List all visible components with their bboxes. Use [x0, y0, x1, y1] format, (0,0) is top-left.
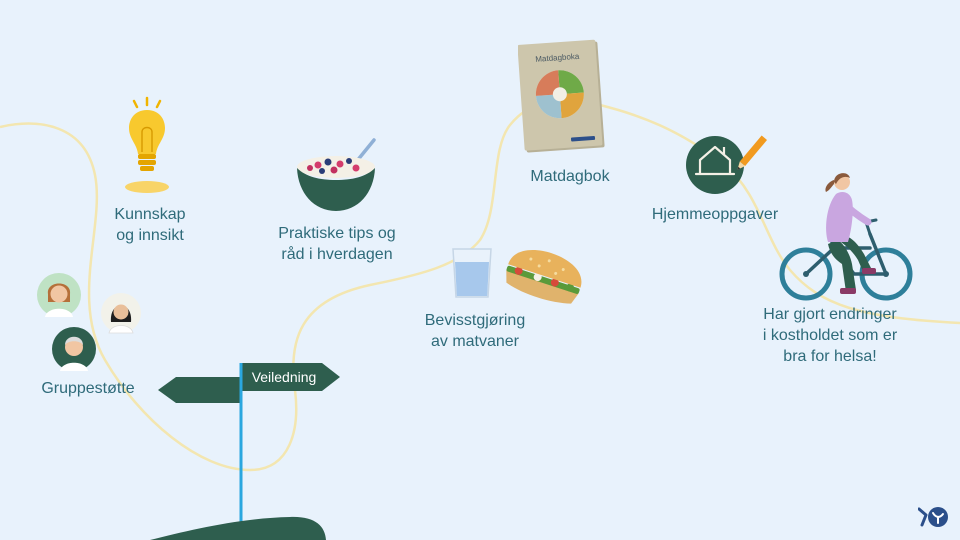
result-label: Har gjort endringer i kostholdet som er … [762, 306, 898, 365]
group-support-label: Gruppestøtte [41, 380, 135, 397]
sandwich-icon [506, 250, 582, 304]
food-diary-book-icon: Matdagboka [518, 39, 605, 153]
awareness-label: Bevisstgjøring av matvaner [424, 312, 526, 350]
person-avatar-icon [52, 327, 96, 371]
cyclist-icon [779, 173, 913, 301]
practical-tips-label: Praktiske tips og råd i hverdagen [278, 225, 396, 263]
signpost-label: Veiledning [251, 369, 317, 385]
house-pencil-icon [686, 135, 768, 194]
homework-label: Hjemmeoppgaver [651, 206, 779, 223]
signpost-icon [158, 363, 340, 530]
person-avatar-icon [37, 273, 81, 317]
knowledge-label: Kunnskap og innsikt [114, 206, 186, 244]
book-cover-title: Matdagboka [535, 52, 580, 64]
person-avatar-icon [101, 293, 141, 334]
food-diary-label: Matdagbok [530, 168, 610, 185]
water-glass-icon [452, 248, 492, 298]
lightbulb-icon [125, 96, 169, 193]
porridge-bowl-icon [297, 138, 376, 211]
hill-shape [150, 516, 326, 540]
logo-icon [918, 507, 948, 527]
